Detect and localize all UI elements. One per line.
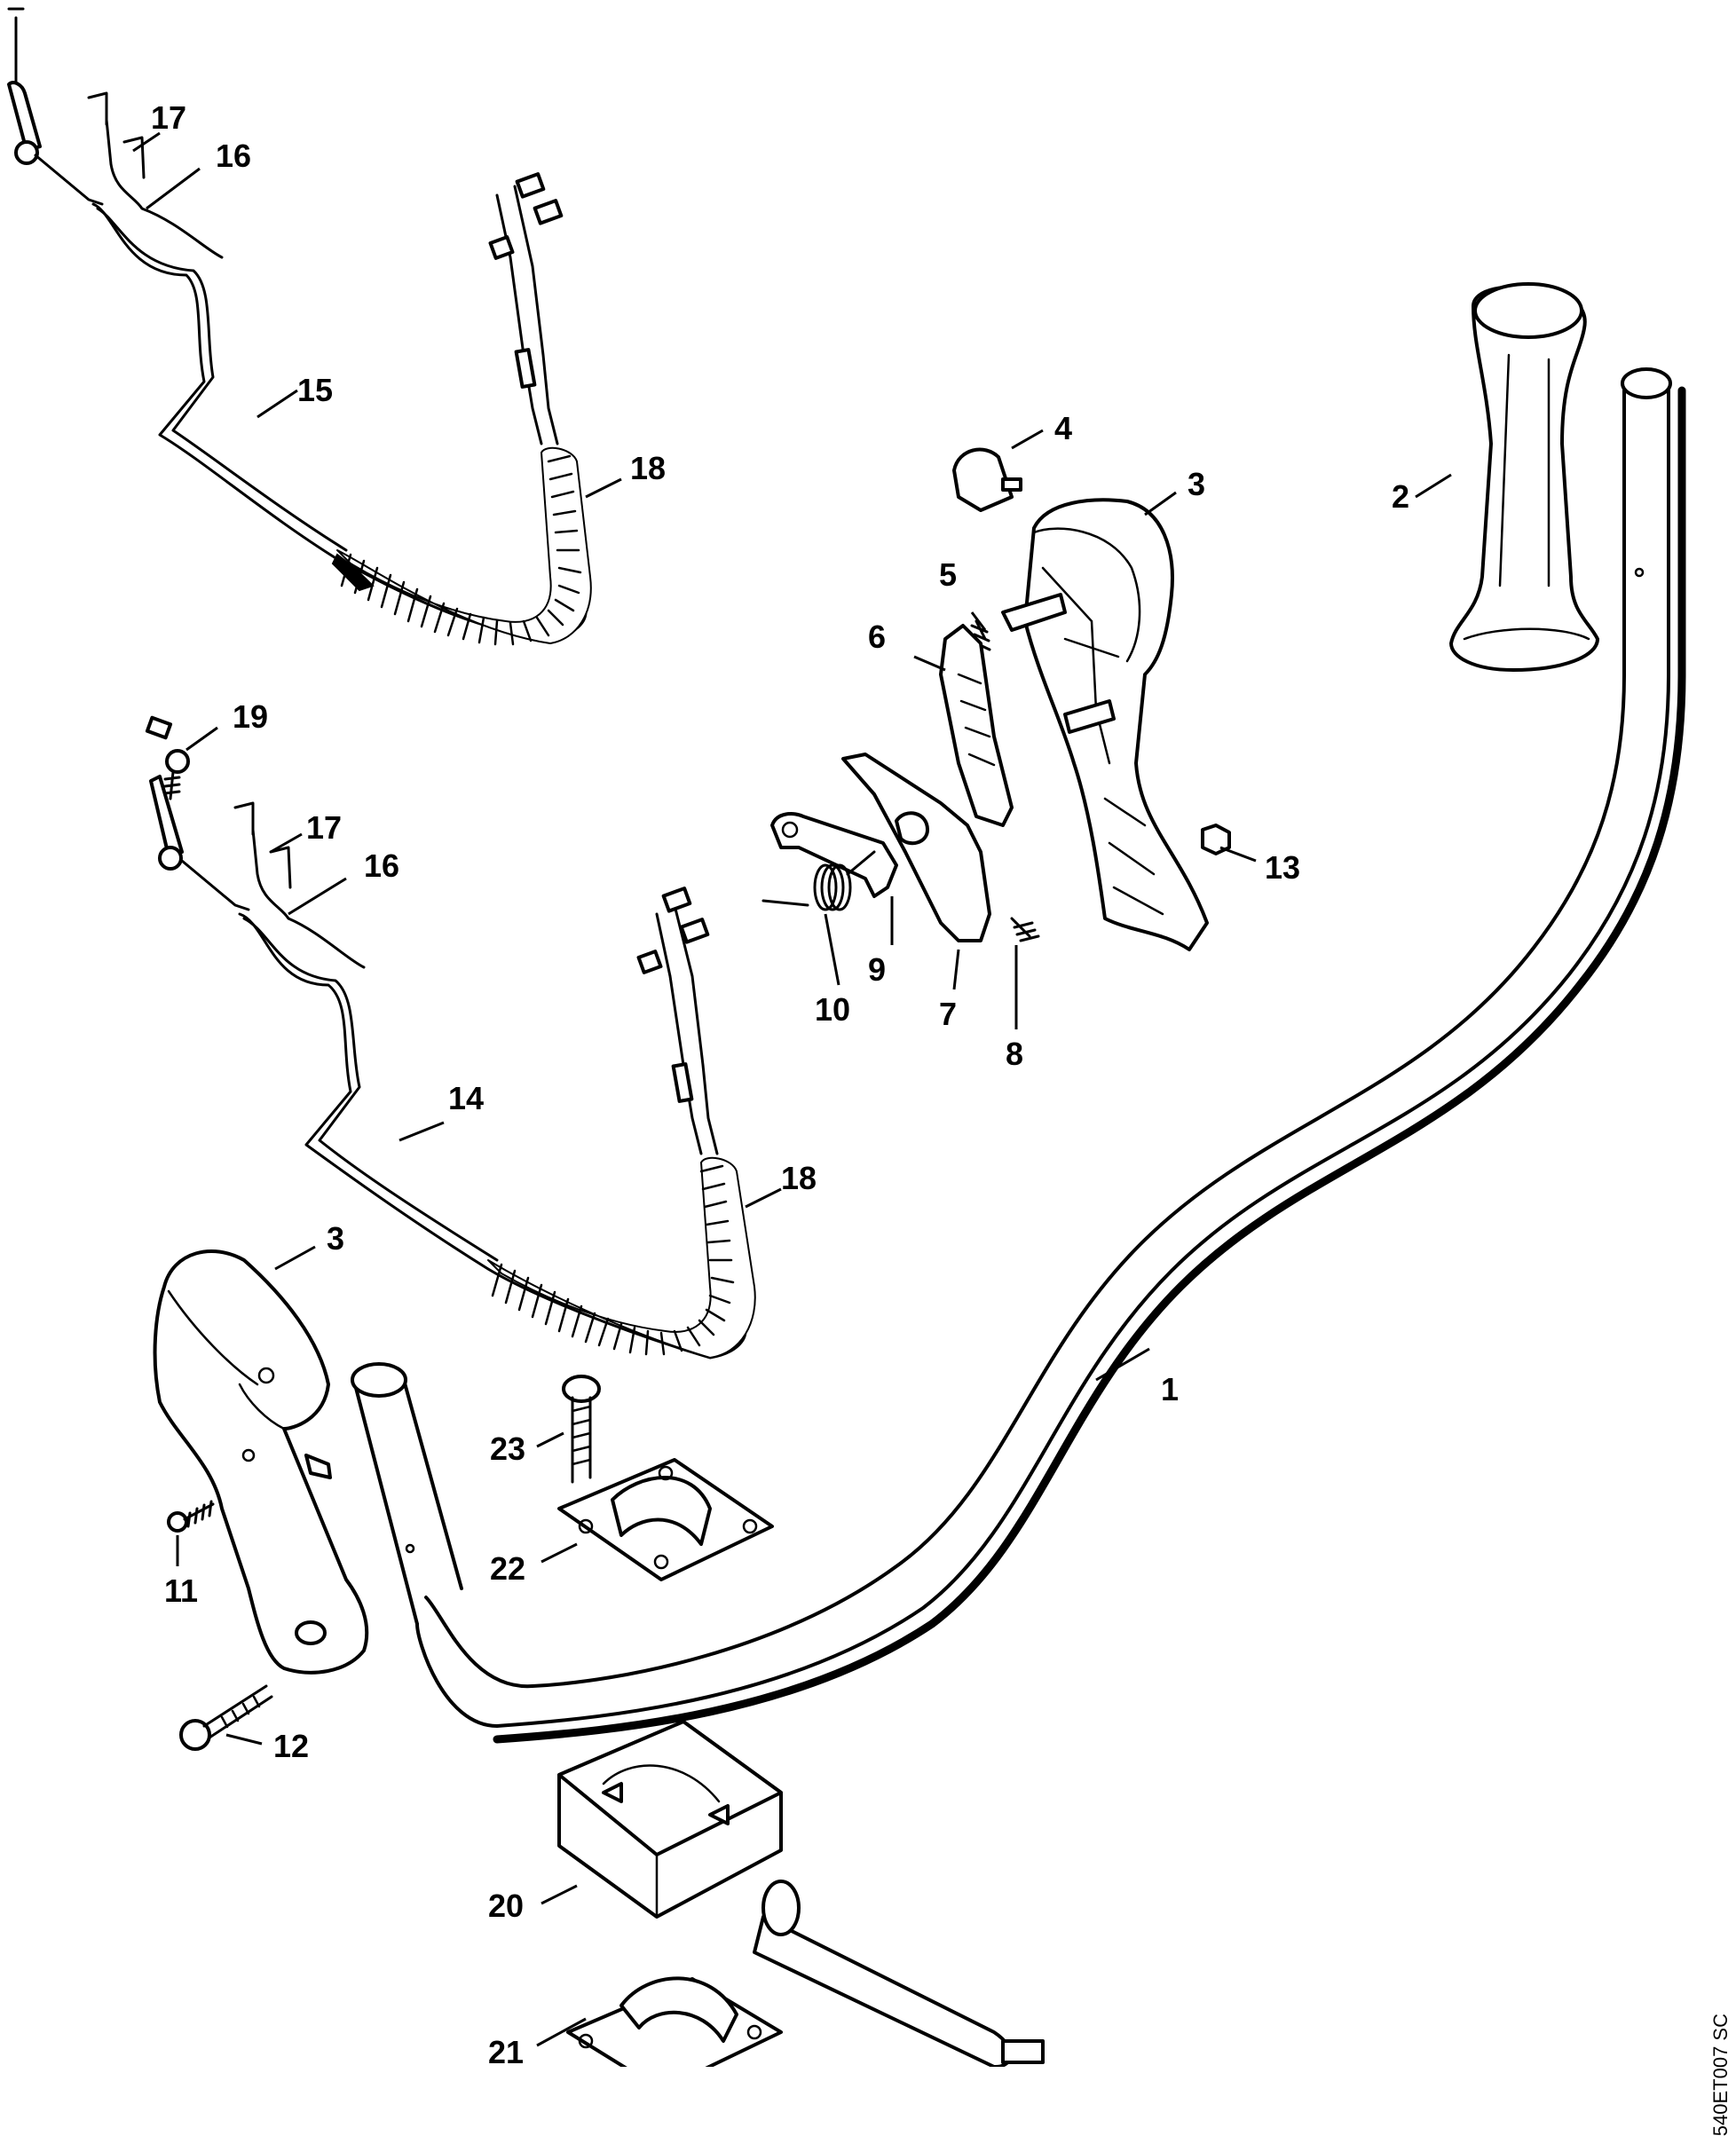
- leader-5: [970, 611, 987, 631]
- handle-housing-lower: [153, 1249, 369, 1675]
- leader-4: [1011, 429, 1044, 450]
- nut: [1201, 824, 1231, 855]
- throttle-trigger: [841, 753, 991, 942]
- leader-13: [1219, 846, 1257, 863]
- screw-19: [163, 749, 190, 800]
- callout-10: 10: [815, 991, 850, 1028]
- leader-lines: [132, 131, 1452, 2047]
- leader-3a: [1144, 491, 1177, 516]
- clamp-block: [557, 1720, 783, 1919]
- callout-9: 9: [868, 951, 886, 988]
- leader-15: [256, 389, 298, 419]
- callout-18a: 18: [630, 450, 666, 486]
- callout-16a: 16: [216, 138, 251, 174]
- drive-tube: [753, 1880, 1045, 2067]
- leader-12: [225, 1733, 263, 1746]
- callout-23: 23: [490, 1431, 525, 1467]
- switch: [952, 447, 1022, 512]
- callout-4: 4: [1054, 410, 1072, 446]
- leader-14: [398, 1121, 445, 1142]
- leader-17b: [270, 832, 303, 854]
- leader-23: [536, 1431, 564, 1448]
- handlebar-tube: [351, 367, 1686, 1744]
- leader-1: [1095, 1347, 1150, 1382]
- control-handle-housing: [1001, 498, 1209, 951]
- grip: [1449, 282, 1599, 672]
- callout-20: 20: [488, 1888, 524, 1924]
- spring-trigger: [1010, 917, 1040, 942]
- leader-21: [536, 2017, 587, 2047]
- leader-10: [824, 913, 840, 986]
- callout-3a: 3: [1188, 466, 1205, 502]
- callout-1: 1: [1161, 1371, 1179, 1407]
- callout-labels: 1 2 3 3 4 5 6 7 8 9 10 11 12 13 14 15 16…: [151, 99, 1409, 2067]
- wiring-harness-upper: [7, 7, 588, 641]
- leader-7: [952, 949, 960, 990]
- callout-5: 5: [939, 556, 957, 593]
- leader-17a: [132, 131, 161, 153]
- callout-2: 2: [1392, 478, 1409, 515]
- screw-spring-11: [167, 1500, 215, 1533]
- spring-small: [970, 619, 991, 651]
- leader-16a: [146, 167, 201, 210]
- callout-13: 13: [1265, 849, 1300, 886]
- throttle-link: [770, 812, 898, 898]
- leader-6: [913, 655, 946, 672]
- leader-19: [185, 726, 218, 752]
- callout-15: 15: [297, 372, 333, 408]
- callout-8: 8: [1006, 1036, 1023, 1072]
- leader-3b: [274, 1245, 316, 1271]
- torsion-spring: [761, 850, 876, 911]
- callout-19: 19: [233, 698, 268, 735]
- spiral-conduit-lower: [487, 1156, 756, 1359]
- callout-18b: 18: [781, 1160, 817, 1196]
- screw-12: [179, 1684, 273, 1751]
- spiral-conduit-upper: [331, 446, 592, 646]
- callout-21: 21: [488, 2034, 524, 2067]
- callout-7: 7: [939, 996, 957, 1032]
- callout-17a: 17: [151, 99, 186, 136]
- callout-12: 12: [273, 1728, 309, 1764]
- clamp-lower: [566, 1976, 783, 2067]
- drawing-reference-code: 540ET007 SC: [1709, 2014, 1732, 2136]
- callout-14: 14: [448, 1080, 484, 1116]
- leader-18a: [585, 477, 622, 499]
- interlock-lever: [939, 624, 1014, 827]
- callout-22: 22: [490, 1550, 525, 1587]
- screw-23: [562, 1375, 601, 1484]
- leader-20: [541, 1884, 578, 1905]
- leader-2: [1415, 473, 1452, 499]
- clamp-upper: [557, 1458, 774, 1581]
- callout-6: 6: [868, 619, 886, 655]
- exploded-parts-diagram: 1 2 3 3 4 5 6 7 8 9 10 11 12 13 14 15 16…: [7, 7, 1686, 2067]
- callout-11: 11: [164, 1572, 198, 1609]
- callout-16b: 16: [364, 847, 399, 884]
- callout-3b: 3: [327, 1220, 344, 1257]
- leader-16b: [288, 877, 347, 916]
- callout-17b: 17: [306, 809, 342, 846]
- leader-18b: [745, 1187, 782, 1209]
- leader-22: [541, 1542, 578, 1564]
